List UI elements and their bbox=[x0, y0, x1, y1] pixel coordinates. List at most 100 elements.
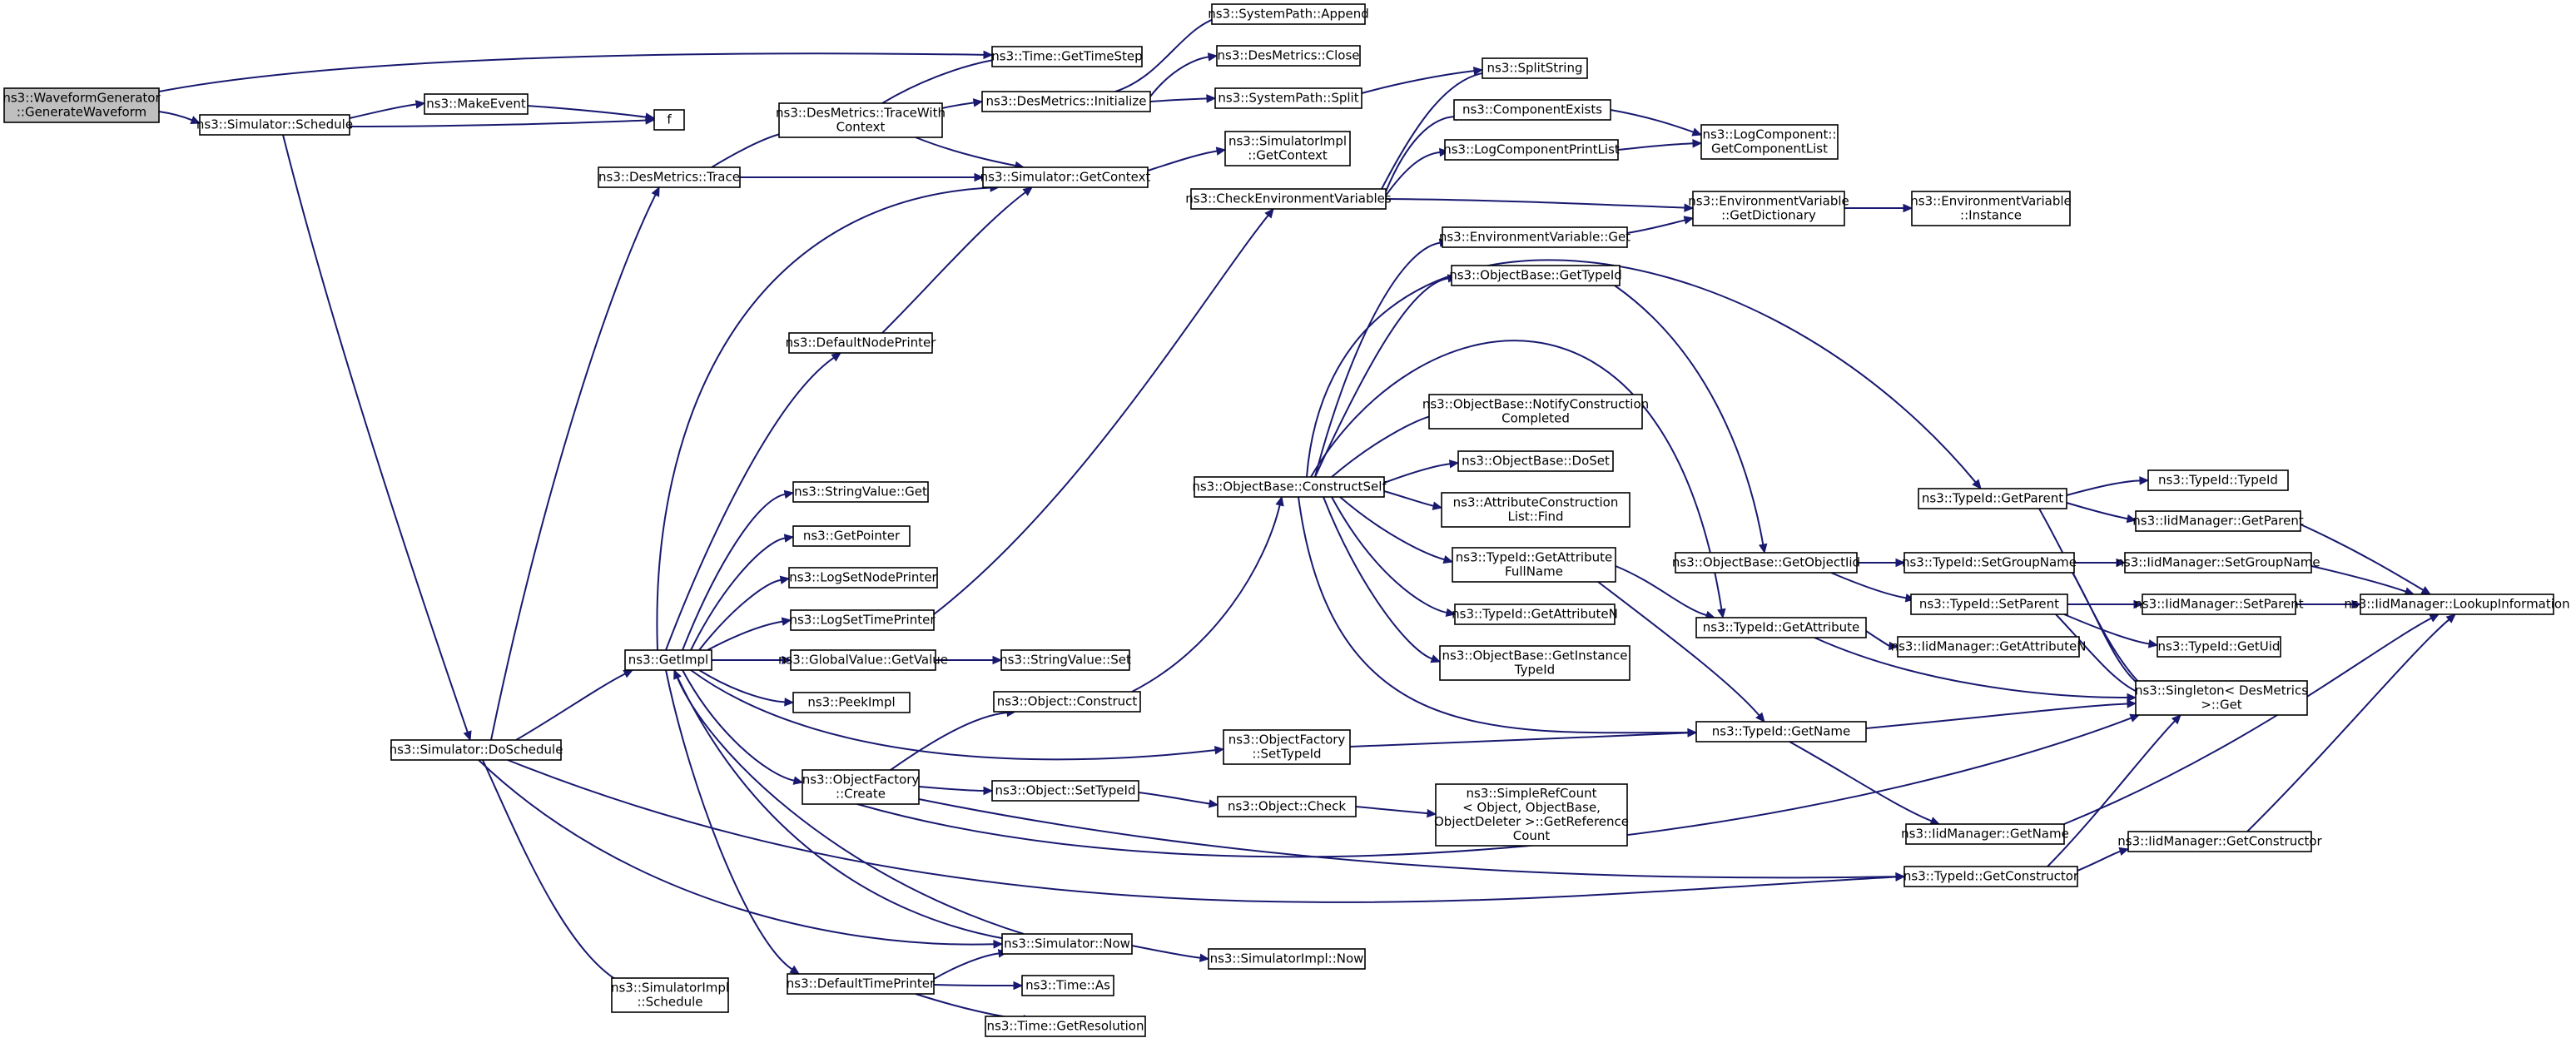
node-ns3-stringvalue-get[interactable]: ns3::StringValue::Get bbox=[792, 481, 929, 503]
node-ns3-typeid-setparent[interactable]: ns3::TypeId::SetParent bbox=[1910, 594, 2068, 615]
node-label: ns3::GetPointer bbox=[803, 529, 901, 544]
node-ns3-object-construct[interactable]: ns3::Object::Construct bbox=[993, 691, 1141, 713]
node-ns3-logsettimeprinter[interactable]: ns3::LogSetTimePrinter bbox=[789, 609, 936, 631]
node-box bbox=[790, 609, 935, 631]
node-ns3-simulator-doschedule[interactable]: ns3::Simulator::DoSchedule bbox=[390, 739, 563, 761]
node-ns3-desmetrics-initialize[interactable]: ns3::DesMetrics::Initialize bbox=[981, 91, 1151, 112]
node-ns3-iidmanager-lookupinformation[interactable]: ns3::IidManager::LookupInformation bbox=[2344, 594, 2570, 615]
node-ns3-typeid-getname[interactable]: ns3::TypeId::GetName bbox=[1695, 721, 1867, 743]
node-ns3-logsetnodeprinter[interactable]: ns3::LogSetNodePrinter bbox=[788, 567, 938, 589]
node-ns3-simplerefcount-object-objectbase-objectdeleter-getreference-count[interactable]: ns3::SimpleRefCount< Object, ObjectBase,… bbox=[1434, 783, 1629, 847]
node-ns3-stringvalue-set[interactable]: ns3::StringValue::Set bbox=[1000, 649, 1131, 671]
edge-simnow-to-getimpl bbox=[673, 668, 1025, 935]
node-ns3-simulator-getcontext[interactable]: ns3::Simulator::GetContext bbox=[980, 166, 1151, 188]
edge-line bbox=[349, 119, 647, 127]
arrowhead-icon bbox=[644, 112, 656, 122]
node-ns3-objectfactory-settypeid[interactable]: ns3::ObjectFactory::SetTypeId bbox=[1223, 729, 1351, 765]
node-ns3-simulatorimpl-now[interactable]: ns3::SimulatorImpl::Now bbox=[1208, 948, 1366, 970]
node-ns3-iidmanager-getname[interactable]: ns3::IidManager::GetName bbox=[1901, 823, 2069, 845]
node-ns3-simulator-now[interactable]: ns3::Simulator::Now bbox=[1001, 933, 1133, 955]
node-label: ns3::TypeId::GetAttributeN bbox=[1452, 607, 1618, 622]
node-box bbox=[1216, 45, 1361, 67]
node-label: ns3::EnvironmentVariable::Get bbox=[1439, 230, 1630, 245]
node-ns3-objectbase-getobjectiid[interactable]: ns3::ObjectBase::GetObjectIid bbox=[1672, 552, 1860, 574]
arrowhead-icon bbox=[1275, 495, 1284, 507]
node-label: ns3::AttributeConstruction bbox=[1453, 495, 1619, 510]
edge-construct-to-obdoset bbox=[1383, 459, 1460, 484]
node-ns3-object-settypeid[interactable]: ns3::Object::SetTypeId bbox=[991, 780, 1139, 802]
node-ns3-environmentvariable-instance[interactable]: ns3::EnvironmentVariable::Instance bbox=[1910, 191, 2072, 226]
node-box bbox=[787, 973, 935, 995]
node-ns3-desmetrics-trace[interactable]: ns3::DesMetrics::Trace bbox=[598, 166, 741, 188]
node-ns3-logcomponentprintlist[interactable]: ns3::LogComponentPrintList bbox=[1443, 139, 1620, 161]
edge-construct-to-tgparent bbox=[1306, 259, 1982, 489]
edge-simnow-to-simimplnow bbox=[1131, 945, 1210, 962]
node-ns3-getpointer[interactable]: ns3::GetPointer bbox=[792, 525, 911, 547]
node-ns3-typeid-getconstructor[interactable]: ns3::TypeId::GetConstructor bbox=[1903, 866, 2079, 887]
node-ns3-defaultnodeprinter[interactable]: ns3::DefaultNodePrinter bbox=[786, 332, 937, 354]
node-ns3-getimpl[interactable]: ns3::GetImpl bbox=[624, 649, 712, 671]
arrowhead-icon bbox=[1687, 728, 1698, 738]
node-box bbox=[1190, 188, 1387, 210]
edge-line bbox=[2063, 613, 2150, 645]
node-ns3-simulatorimpl-getcontext[interactable]: ns3::SimulatorImpl::GetContext bbox=[1224, 131, 1351, 166]
edge-line bbox=[515, 673, 626, 741]
node-ns3-iidmanager-getattributen[interactable]: ns3::IidManager::GetAttributeN bbox=[1891, 636, 2087, 658]
node-ns3-objectfactory-create[interactable]: ns3::ObjectFactory::Create bbox=[802, 769, 920, 805]
node-ns3-typeid-getparent[interactable]: ns3::TypeId::GetParent bbox=[1918, 488, 2067, 509]
node-ns3-typeid-getattribute[interactable]: ns3::TypeId::GetAttribute bbox=[1695, 617, 1867, 638]
node-ns3-iidmanager-getconstructor[interactable]: ns3::IidManager::GetConstructor bbox=[2117, 831, 2323, 852]
node-ns3-typeid-getuid[interactable]: ns3::TypeId::GetUid bbox=[2157, 636, 2281, 658]
node-ns3-componentexists[interactable]: ns3::ComponentExists bbox=[1453, 99, 1611, 121]
edge-wg-to-tgts bbox=[158, 50, 994, 92]
edge-line bbox=[507, 759, 1897, 903]
node-ns3-environmentvariable-getdictionary[interactable]: ns3::EnvironmentVariable::GetDictionary bbox=[1688, 191, 1849, 226]
node-label: ::Create bbox=[836, 787, 886, 802]
node-ns3-logcomponent-getcomponentlist[interactable]: ns3::LogComponent::GetComponentList bbox=[1700, 124, 1839, 160]
node-ns3-peekimpl[interactable]: ns3::PeekImpl bbox=[792, 692, 911, 713]
node-ns3-iidmanager-setparent[interactable]: ns3::IidManager::SetParent bbox=[2134, 594, 2304, 615]
node-ns3-time-getresolution[interactable]: ns3::Time::GetResolution bbox=[985, 1016, 1146, 1037]
node-ns3-waveformgenerator-generatewaveform[interactable]: ns3::WaveformGenerator::GenerateWaveform bbox=[2, 87, 161, 123]
edge-line bbox=[707, 620, 783, 651]
node-ns3-objectbase-constructself[interactable]: ns3::ObjectBase::ConstructSelf bbox=[1192, 476, 1387, 498]
node-f[interactable]: f bbox=[653, 109, 685, 131]
node-ns3-checkenvironmentvariables[interactable]: ns3::CheckEnvironmentVariables bbox=[1185, 188, 1392, 210]
node-ns3-globalvalue-getvalue[interactable]: ns3::GlobalValue::GetValue bbox=[778, 649, 948, 671]
node-ns3-objectbase-notifyconstruction-completed[interactable]: ns3::ObjectBase::NotifyConstructionCompl… bbox=[1422, 394, 1649, 430]
node-ns3-objectbase-doset[interactable]: ns3::ObjectBase::DoSet bbox=[1457, 450, 1614, 472]
node-ns3-makeevent[interactable]: ns3::MakeEvent bbox=[424, 93, 529, 115]
node-ns3-iidmanager-getparent[interactable]: ns3::IidManager::GetParent bbox=[2132, 510, 2304, 532]
node-ns3-iidmanager-setgroupname[interactable]: ns3::IidManager::SetGroupName bbox=[2116, 552, 2320, 574]
node-ns3-simulatorimpl-schedule[interactable]: ns3::SimulatorImpl::Schedule bbox=[611, 977, 729, 1013]
node-ns3-defaulttimeprinter[interactable]: ns3::DefaultTimePrinter bbox=[787, 973, 936, 995]
edge-ofcreate-to-tgetctor bbox=[918, 798, 1906, 882]
node-ns3-systempath-split[interactable]: ns3::SystemPath::Split bbox=[1214, 87, 1362, 109]
edge-line bbox=[1615, 565, 1707, 617]
node-label: ns3::DefaultTimePrinter bbox=[787, 976, 936, 991]
node-ns3-time-gettimestep[interactable]: ns3::Time::GetTimeStep bbox=[991, 46, 1143, 67]
node-ns3-typeid-setgroupname[interactable]: ns3::TypeId::SetGroupName bbox=[1902, 552, 2077, 574]
edge-mkev-to-f bbox=[527, 105, 656, 122]
node-ns3-systempath-append[interactable]: ns3::SystemPath::Append bbox=[1208, 3, 1369, 25]
node-box bbox=[1454, 603, 1616, 625]
node-ns3-typeid-typeid[interactable]: ns3::TypeId::TypeId bbox=[2147, 469, 2289, 491]
node-ns3-objectbase-gettypeid[interactable]: ns3::ObjectBase::GetTypeId bbox=[1449, 265, 1622, 286]
node-ns3-object-check[interactable]: ns3::Object::Check bbox=[1217, 796, 1357, 817]
node-ns3-environmentvariable-get[interactable]: ns3::EnvironmentVariable::Get bbox=[1439, 226, 1630, 248]
arrowhead-icon bbox=[463, 730, 472, 742]
arrowhead-icon bbox=[1972, 479, 1982, 489]
node-ns3-desmetrics-close[interactable]: ns3::DesMetrics::Close bbox=[1216, 45, 1361, 67]
arrowhead-icon bbox=[1758, 543, 1768, 554]
node-ns3-singleton-desmetrics-get[interactable]: ns3::Singleton< DesMetrics>::Get bbox=[2135, 680, 2308, 716]
node-ns3-typeid-getattributen[interactable]: ns3::TypeId::GetAttributeN bbox=[1452, 603, 1618, 625]
node-ns3-simulator-schedule[interactable]: ns3::Simulator::Schedule bbox=[196, 114, 353, 136]
edge-line bbox=[1626, 219, 1685, 234]
node-ns3-splitstring[interactable]: ns3::SplitString bbox=[1482, 57, 1588, 79]
node-ns3-time-as[interactable]: ns3::Time::As bbox=[1021, 975, 1114, 996]
node-label: ns3::LogSetTimePrinter bbox=[789, 613, 936, 628]
